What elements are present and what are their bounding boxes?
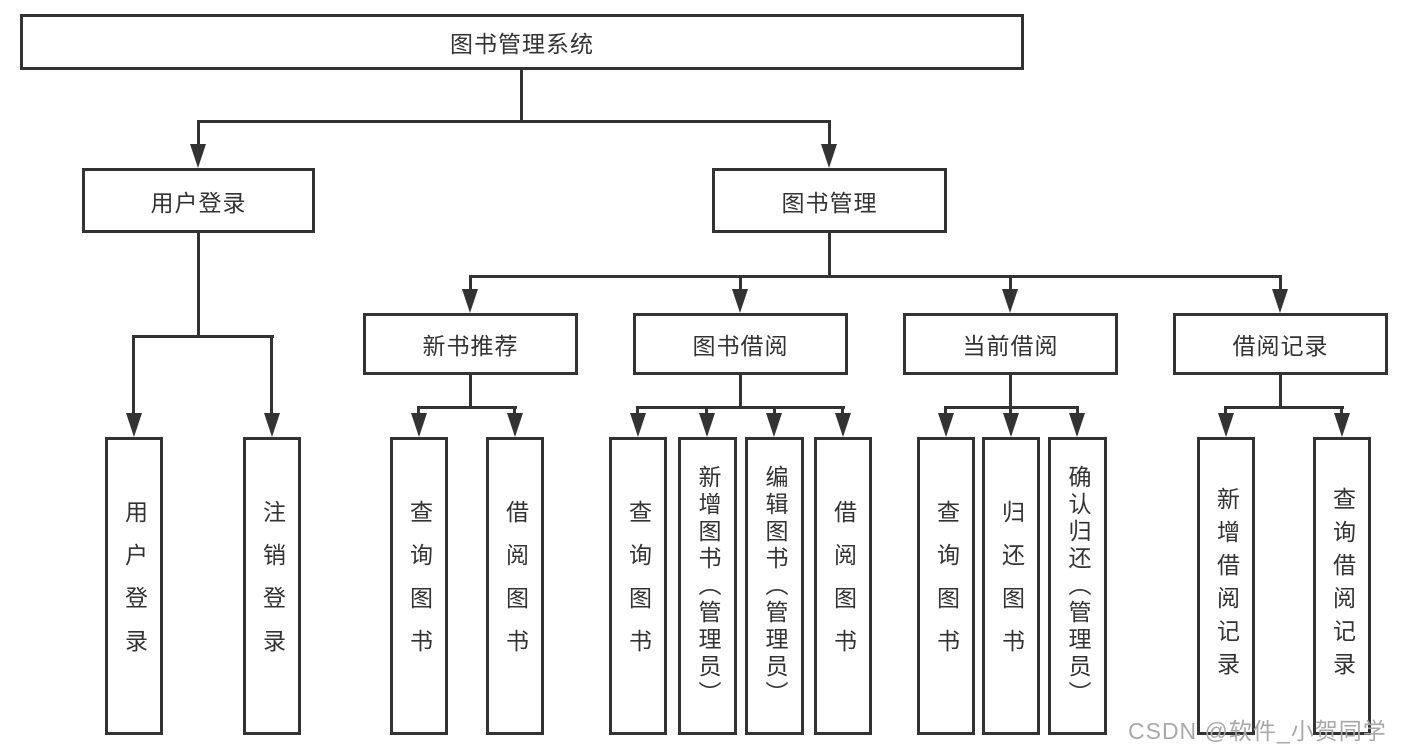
arrow-down-icon	[190, 144, 206, 168]
node-user-login: 用户登录	[82, 168, 315, 233]
leaf-user-login: 用户登录	[105, 437, 163, 735]
connector-line	[270, 335, 273, 415]
leaf-label: 借阅图书	[502, 500, 529, 672]
arrow-down-icon	[462, 289, 478, 313]
connector-line	[828, 120, 831, 146]
arrow-down-icon	[835, 413, 851, 437]
arrow-down-icon	[938, 413, 954, 437]
connector-line	[705, 406, 708, 416]
leaf-label: 编辑图书（管理员）	[762, 464, 788, 708]
arrow-down-icon	[1334, 413, 1350, 437]
node-current-borrow: 当前借阅	[903, 313, 1118, 375]
arrow-down-icon	[1003, 413, 1019, 437]
connector-line	[469, 375, 472, 406]
leaf-label: 注销登录	[259, 500, 286, 672]
node-book-management: 图书管理	[712, 168, 947, 233]
connector-line	[1224, 406, 1227, 416]
connector-line	[417, 406, 420, 416]
node-root-label: 图书管理系统	[450, 31, 594, 57]
leaf-label: 用户登录	[121, 500, 148, 672]
connector-line	[1279, 375, 1282, 406]
connector-line	[1009, 275, 1012, 291]
connector-line	[469, 275, 1282, 278]
leaf-label: 查询图书	[933, 500, 960, 672]
connector-line	[739, 275, 742, 291]
leaf-label: 新增图书（管理员）	[695, 464, 721, 708]
node-label: 借阅记录	[1232, 333, 1329, 359]
connector-line	[520, 70, 523, 120]
leaf-label: 查询借阅记录	[1329, 487, 1356, 685]
node-root: 图书管理系统	[20, 14, 1024, 70]
connector-line	[739, 375, 742, 406]
connector-line	[1279, 275, 1282, 291]
node-borrow-records: 借阅记录	[1173, 313, 1388, 375]
arrow-down-icon	[507, 413, 523, 437]
node-label: 当前借阅	[962, 333, 1059, 359]
arrow-down-icon	[1272, 289, 1288, 313]
connector-line	[197, 233, 200, 335]
leaf-edit-books-admin: 编辑图书（管理员）	[745, 437, 804, 735]
leaf-borrow-books-2: 借阅图书	[814, 437, 872, 735]
arrow-down-icon	[1069, 413, 1085, 437]
connector-line	[1076, 406, 1079, 416]
arrow-down-icon	[630, 413, 646, 437]
connector-line	[132, 335, 274, 338]
arrow-down-icon	[126, 413, 142, 437]
leaf-add-borrow-record: 新增借阅记录	[1197, 437, 1255, 735]
leaf-return-books: 归还图书	[982, 437, 1040, 735]
leaf-query-books-1: 查询图书	[390, 437, 448, 735]
connector-line	[1224, 406, 1344, 409]
arrow-down-icon	[766, 413, 782, 437]
leaf-label: 新增借阅记录	[1213, 487, 1240, 685]
arrow-down-icon	[1218, 413, 1234, 437]
connector-line	[197, 120, 831, 123]
connector-line	[636, 406, 639, 416]
node-label: 用户登录	[150, 189, 247, 216]
leaf-label: 查询图书	[406, 500, 433, 672]
arrow-down-icon	[411, 413, 427, 437]
connector-line	[773, 406, 776, 416]
arrow-down-icon	[1002, 289, 1018, 313]
connector-line	[1009, 375, 1012, 406]
arrow-down-icon	[699, 413, 715, 437]
connector-line	[132, 335, 135, 415]
node-book-borrow: 图书借阅	[633, 313, 848, 375]
leaf-query-books-2: 查询图书	[609, 437, 667, 735]
connector-line	[469, 275, 472, 291]
node-label: 新书推荐	[422, 333, 519, 359]
connector-line	[197, 120, 200, 146]
connector-line	[636, 406, 845, 409]
leaf-confirm-return-admin: 确认归还（管理员）	[1048, 437, 1107, 735]
connector-line	[841, 406, 844, 416]
leaf-borrow-books-1: 借阅图书	[486, 437, 544, 735]
connector-line	[1340, 406, 1343, 416]
leaf-label: 查询图书	[625, 500, 652, 672]
connector-line	[417, 406, 517, 409]
leaf-label: 确认归还（管理员）	[1065, 464, 1091, 708]
leaf-label: 借阅图书	[830, 500, 857, 672]
connector-line	[513, 406, 516, 416]
arrow-down-icon	[821, 144, 837, 168]
node-label: 图书借阅	[692, 333, 789, 359]
node-new-book-recommend: 新书推荐	[363, 313, 578, 375]
connector-line	[944, 406, 947, 416]
csdn-watermark: CSDN @软件_小贺同学	[1128, 718, 1387, 744]
leaf-query-borrow-record: 查询借阅记录	[1313, 437, 1371, 735]
node-label: 图书管理	[781, 189, 878, 216]
leaf-logout: 注销登录	[243, 437, 301, 735]
leaf-add-books-admin: 新增图书（管理员）	[678, 437, 737, 735]
arrow-down-icon	[264, 413, 280, 437]
connector-line	[828, 233, 831, 275]
leaf-query-books-3: 查询图书	[917, 437, 975, 735]
connector-line	[1009, 406, 1012, 416]
arrow-down-icon	[732, 289, 748, 313]
leaf-label: 归还图书	[998, 500, 1025, 672]
